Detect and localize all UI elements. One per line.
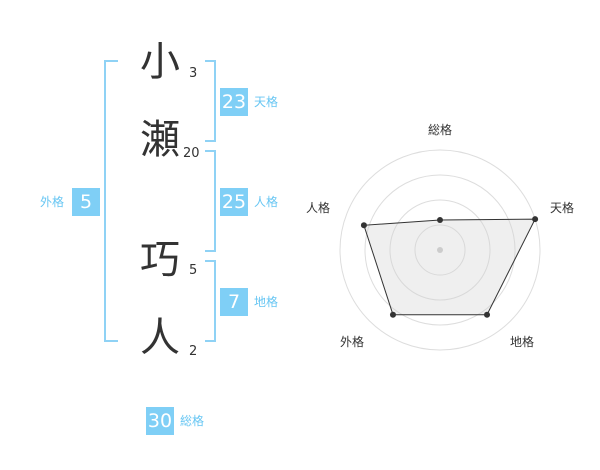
radar-point-4 (389, 311, 396, 318)
stroke-count-1: 3 (189, 66, 198, 81)
gaikaku-bracket (104, 60, 118, 342)
stroke-count-4: 2 (189, 344, 198, 359)
radar-ring (389, 199, 491, 301)
jinkaku-label: 人格 (254, 195, 279, 209)
radar-series-polygon (363, 218, 536, 316)
chikaku-label: 地格 (254, 295, 279, 309)
soukaku-value: 30 (146, 407, 174, 435)
stroke-count-3: 5 (189, 263, 198, 278)
tenkaku-label: 天格 (254, 95, 279, 109)
radar-label-tenkaku: 天格 (550, 201, 575, 215)
radar-ring (414, 224, 466, 276)
chikaku-value: 7 (220, 288, 248, 316)
radar-label-jinkaku: 人格 (306, 201, 331, 215)
jinkaku-bracket (205, 150, 216, 252)
tenkaku-value: 23 (220, 88, 248, 116)
name-char-4: 人 (140, 315, 180, 361)
radar-label-gaikaku: 外格 (340, 335, 365, 349)
radar-point-1 (437, 217, 443, 223)
radar-point-5 (360, 222, 367, 229)
tenkaku-bracket (205, 60, 216, 142)
radar-point-3 (484, 311, 491, 318)
soukaku-label: 総格 (180, 414, 205, 428)
radar-point-2 (532, 216, 539, 223)
radar-label-chikaku: 地格 (510, 335, 535, 349)
gaikaku-label: 外格 (40, 195, 65, 209)
name-char-2: 瀬 (140, 117, 180, 163)
chikaku-bracket (205, 260, 216, 342)
radar-center (437, 247, 443, 253)
gaikaku-value: 5 (72, 188, 100, 216)
name-char-1: 小 (140, 39, 180, 85)
radar-label-soukaku: 総格 (428, 123, 453, 137)
radar-ring (364, 174, 516, 326)
stroke-count-2: 20 (183, 146, 200, 161)
name-char-3: 巧 (140, 237, 180, 283)
jinkaku-value: 25 (220, 188, 248, 216)
radar-ring (339, 149, 541, 351)
